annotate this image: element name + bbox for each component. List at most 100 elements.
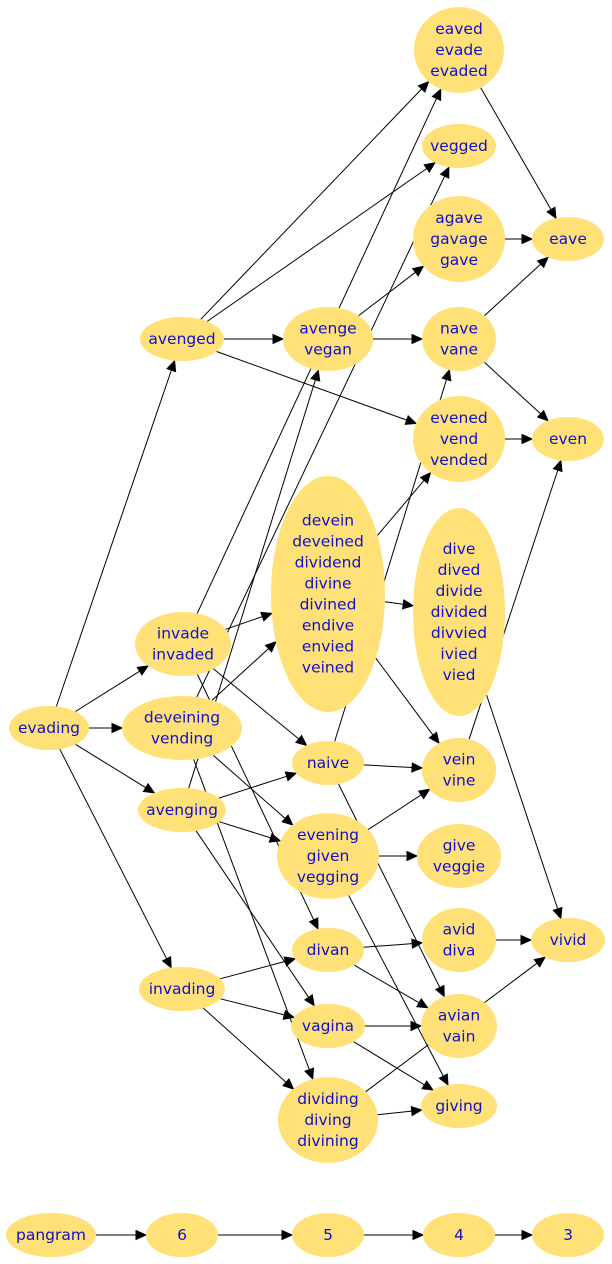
node-label: vied: [443, 666, 476, 684]
node-naive: naive: [292, 741, 364, 785]
edge-avenge-to-nave: [373, 333, 424, 345]
edge-invading-to-dividing: [202, 1007, 295, 1090]
arrowhead-icon: [411, 762, 424, 773]
node-label: gave: [440, 251, 478, 269]
node-label: veined: [302, 659, 354, 677]
arrowhead-icon: [260, 611, 273, 622]
edge-evened-to-even: [505, 433, 534, 445]
edge-line: [200, 88, 423, 320]
edge-nave-to-eave: [484, 256, 549, 317]
arrowhead-icon: [264, 640, 277, 653]
node-label: given: [307, 847, 350, 865]
edge-line: [216, 351, 407, 421]
node-label: diving: [304, 1111, 351, 1129]
edge-dividing-to-giving: [377, 1105, 423, 1117]
arrowhead-icon: [281, 1229, 294, 1241]
edge-n5-to-n4: [364, 1229, 425, 1241]
edge-avenge-to-agave: [358, 265, 425, 316]
edge-line: [353, 1041, 425, 1086]
arrowhead-icon: [111, 722, 124, 734]
edge-vagina-to-avian: [365, 1020, 423, 1032]
arrowhead-icon: [536, 409, 549, 422]
edge-eaved-to-eave: [480, 87, 557, 220]
edge-line: [75, 743, 147, 789]
node-shape: [140, 317, 224, 361]
edge-invade-to-devein: [225, 611, 273, 630]
node-label: divine: [305, 575, 352, 593]
node-label: avenging: [146, 801, 218, 819]
node-shape: [292, 928, 364, 972]
arrowhead-icon: [417, 80, 430, 93]
edge-line: [338, 783, 441, 988]
node-label: vine: [443, 772, 476, 790]
edge-line: [358, 271, 416, 316]
node-shape: [532, 417, 604, 461]
node-shape: [421, 994, 497, 1058]
arrowhead-icon: [404, 415, 418, 425]
edge-naive-to-avian: [338, 783, 445, 998]
edge-line: [225, 616, 263, 630]
edge-line: [212, 668, 300, 740]
node-shape: [9, 706, 89, 750]
node-even: even: [532, 417, 604, 461]
edge-avenging-to-naive: [218, 771, 298, 799]
node-shape: [532, 1213, 604, 1257]
node-shape: [122, 696, 242, 760]
arrowhead-icon: [410, 1105, 423, 1117]
arrowhead-icon: [303, 993, 315, 1007]
arrowhead-icon: [142, 782, 156, 794]
node-label: vane: [440, 341, 478, 359]
node-label: evade: [435, 41, 483, 59]
arrowhead-icon: [439, 166, 450, 179]
arrowhead-icon: [521, 1229, 534, 1241]
node-label: vivid: [550, 931, 587, 949]
arrowhead-icon: [415, 997, 429, 1009]
node-label: endive: [302, 617, 354, 635]
edge-deveining-to-vegged: [196, 166, 450, 698]
edge-avenged-to-avenge: [224, 333, 285, 345]
node-label: invaded: [152, 646, 214, 664]
edge-devein-to-evened: [377, 471, 432, 536]
node-label: vegged: [430, 137, 488, 155]
node-label: devein: [302, 512, 354, 530]
arrowhead-icon: [161, 956, 172, 969]
edge-line: [377, 1110, 412, 1116]
edge-line: [367, 794, 422, 831]
node-giving: giving: [421, 1084, 497, 1128]
node-label: divvied: [431, 624, 487, 642]
edge-nave-to-even: [484, 361, 549, 422]
arrowhead-icon: [268, 832, 282, 843]
node-shape: [414, 7, 504, 93]
edge-devein-to-dive: [384, 599, 415, 610]
node-vivid: vivid: [531, 918, 605, 962]
node-label: divided: [431, 603, 488, 621]
edge-invade-to-naive: [212, 668, 308, 747]
node-label: pangram: [16, 1226, 86, 1244]
node-label: invade: [157, 625, 209, 643]
arrowhead-icon: [410, 1020, 423, 1032]
arrowhead-icon: [135, 1229, 148, 1241]
arrowhead-icon: [412, 1229, 425, 1241]
arrowhead-icon: [441, 368, 452, 382]
edge-line: [353, 964, 420, 1004]
node-label: dividend: [295, 554, 362, 572]
edge-dive-to-vivid: [486, 694, 563, 920]
edge-devein-to-vein: [375, 657, 440, 745]
arrowhead-icon: [431, 88, 442, 102]
edge-line: [484, 263, 542, 317]
edge-line: [75, 670, 140, 712]
edge-deveining-to-evening: [212, 754, 294, 826]
edge-invading-to-vagina: [220, 998, 296, 1020]
node-shape: [283, 307, 373, 371]
node-shape: [146, 1213, 218, 1257]
arrowhead-icon: [136, 665, 150, 676]
edge-vagina-to-giving: [353, 1041, 434, 1091]
node-layer: evadingavengedinvadeinvadeddeveiningvend…: [6, 7, 605, 1257]
node-label: evaded: [430, 62, 487, 80]
node-label: vegan: [304, 341, 352, 359]
edge-evening-to-give: [379, 850, 419, 862]
node-label: even: [549, 430, 587, 448]
arrowhead-icon: [308, 917, 319, 930]
